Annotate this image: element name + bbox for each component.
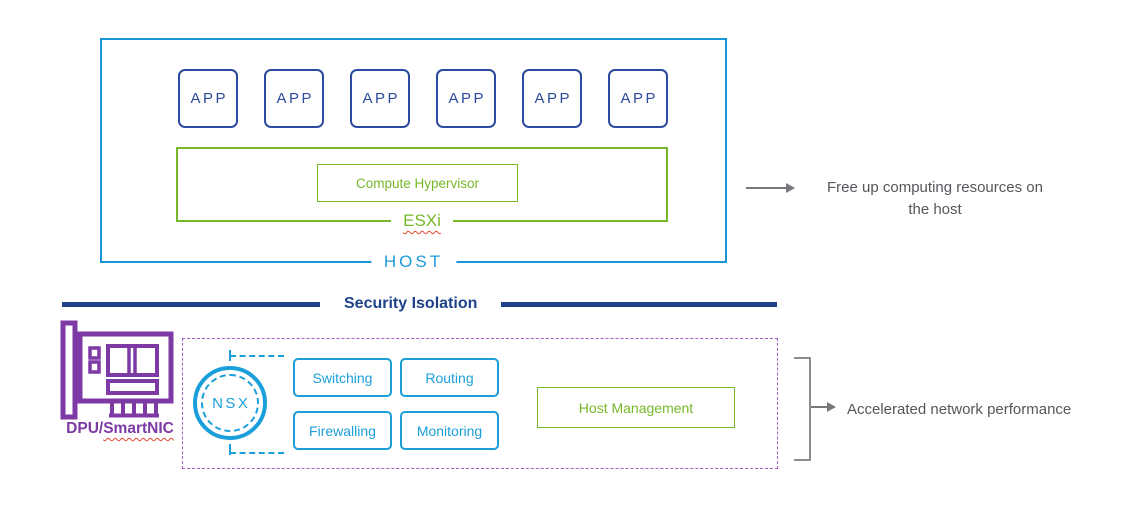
host-label: HOST [370, 251, 457, 272]
arrow-right [746, 187, 787, 189]
annotation-network-performance: Accelerated network performance [847, 401, 1072, 418]
esxi-label: ESXi [391, 210, 453, 231]
security-isolation-divider: Security Isolation [62, 295, 777, 312]
divider-line-left [62, 301, 320, 307]
bracket [794, 357, 811, 461]
nsx-dashed-frame [230, 355, 284, 454]
app-box: APP [264, 69, 324, 128]
app-box: APP [436, 69, 496, 128]
nsx-icon: NSX [193, 366, 267, 440]
app-box: APP [178, 69, 238, 128]
arrowhead-icon [827, 402, 836, 412]
nsx-dashed-stub-bottom [229, 444, 231, 455]
app-box: APP [522, 69, 582, 128]
service-box-firewalling: Firewalling [293, 411, 392, 450]
arrow-right [811, 406, 829, 408]
annotation-computing-resources: Free up computing resources on the host [810, 177, 1060, 221]
esxi-box: Compute Hypervisor ESXi [176, 147, 668, 231]
divider-line-right [501, 301, 777, 307]
compute-hypervisor-box: Compute Hypervisor [317, 164, 518, 202]
smartnic-services-container [182, 338, 778, 469]
dpu-smartnic-icon [60, 320, 174, 420]
nsx-dashed-stub-top [229, 350, 231, 361]
dpu-label-name: SmartNIC [103, 420, 174, 437]
host-management-box: Host Management [537, 387, 735, 428]
dpu-label-prefix: DPU/ [66, 420, 104, 437]
app-box: APP [608, 69, 668, 128]
security-isolation-label: Security Isolation [344, 295, 478, 312]
host-box: APP APP APP APP APP APP Compute Hypervis… [100, 38, 727, 272]
service-box-switching: Switching [293, 358, 392, 397]
service-box-monitoring: Monitoring [400, 411, 499, 450]
annotation-line: the host [908, 201, 962, 218]
arrowhead-icon [786, 183, 795, 193]
nsx-inner-ring [201, 374, 259, 432]
esxi-label-text: ESXi [403, 210, 441, 230]
dpu-smartnic-label: DPU/SmartNIC [52, 420, 188, 438]
service-box-routing: Routing [400, 358, 499, 397]
annotation-line: Free up computing resources on [827, 179, 1043, 196]
app-box: APP [350, 69, 410, 128]
